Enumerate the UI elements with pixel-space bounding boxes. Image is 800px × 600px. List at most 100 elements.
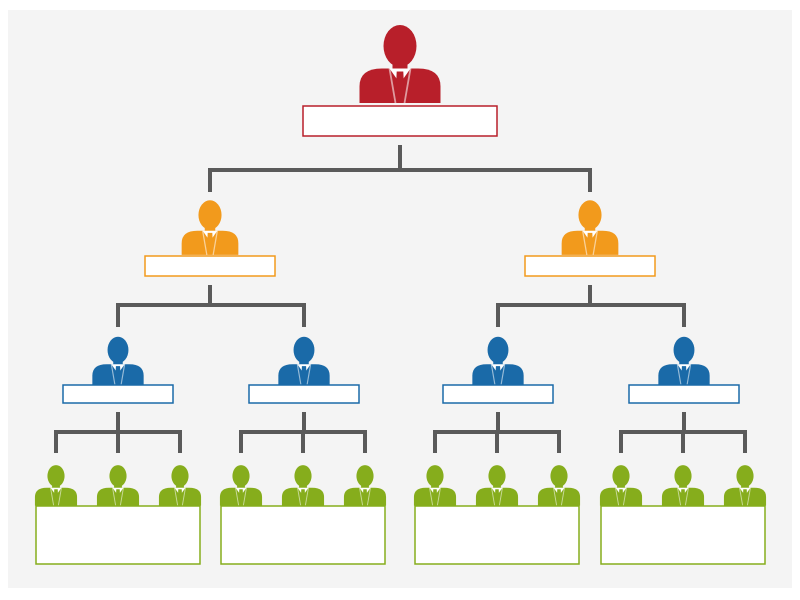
person-icon (278, 336, 330, 387)
person-lapel (403, 68, 412, 104)
connector-level-2-to-3 (433, 412, 561, 453)
person-icon (723, 465, 767, 506)
person-head (488, 465, 506, 487)
person-head (109, 465, 127, 487)
person-tie (494, 489, 500, 506)
person-head (171, 465, 189, 487)
person-icon (219, 465, 263, 506)
position-box-level-2 (628, 384, 740, 404)
person-lapel (366, 487, 371, 506)
person-tie (681, 366, 687, 387)
person-tie (206, 232, 214, 255)
person-tie (115, 366, 121, 387)
person-lapel (615, 487, 620, 506)
position-box-level-3 (220, 505, 386, 565)
connector-level-1-right (496, 285, 686, 327)
person-lapel (120, 364, 126, 387)
person-tie (362, 489, 368, 506)
person-tie (680, 489, 686, 506)
person-lapel (110, 364, 116, 387)
person-lapel (429, 487, 434, 506)
person-lapel (388, 68, 397, 104)
person-lapel (490, 364, 496, 387)
person-tie (300, 489, 306, 506)
person-lapel (676, 364, 682, 387)
person-icon (658, 336, 710, 387)
person-lapel (498, 487, 503, 506)
person-lapel (686, 364, 692, 387)
person-head (426, 465, 444, 487)
person-tie (53, 489, 59, 506)
person-head (736, 465, 754, 487)
person-lapel (304, 487, 309, 506)
connector-level-2-to-3 (54, 412, 182, 453)
position-box-level-2 (442, 384, 554, 404)
person-lapel (202, 230, 208, 256)
person-lapel (359, 487, 364, 506)
person-head (356, 465, 374, 487)
person-head (383, 25, 417, 67)
person-icon (96, 465, 140, 506)
person-lapel (553, 487, 558, 506)
person-head (550, 465, 568, 487)
person-head (487, 336, 509, 364)
connector-level-0-to-1 (208, 145, 592, 192)
person-head (578, 200, 602, 230)
person-tie (586, 232, 594, 255)
person-lapel (235, 487, 240, 506)
person-tie (177, 489, 183, 506)
person-lapel (297, 487, 302, 506)
person-lapel (592, 230, 598, 256)
person-lapel (174, 487, 179, 506)
person-lapel (622, 487, 627, 506)
position-box-level-1 (144, 255, 276, 277)
person-lapel (500, 364, 506, 387)
person-lapel (684, 487, 689, 506)
person-lapel (242, 487, 247, 506)
position-box-level-3 (35, 505, 201, 565)
person-head (198, 200, 222, 230)
person-icon (537, 465, 581, 506)
person-icon (343, 465, 387, 506)
position-box-top (302, 105, 498, 137)
person-tie (495, 366, 501, 387)
person-tie (742, 489, 748, 506)
person-tie (301, 366, 307, 387)
person-lapel (212, 230, 218, 256)
position-box-level-3 (600, 505, 766, 565)
connector-level-1-left (116, 285, 306, 327)
connector-level-2-to-3 (619, 412, 747, 453)
person-lapel (739, 487, 744, 506)
person-lapel (119, 487, 124, 506)
person-icon (181, 200, 239, 256)
position-box-level-3 (414, 505, 580, 565)
person-lapel (560, 487, 565, 506)
person-tie (432, 489, 438, 506)
person-icon (661, 465, 705, 506)
position-box-level-2 (248, 384, 360, 404)
person-head (294, 465, 312, 487)
person-icon (599, 465, 643, 506)
connector-level-2-to-3 (239, 412, 367, 453)
person-lapel (306, 364, 312, 387)
person-lapel (677, 487, 682, 506)
person-icon (359, 25, 441, 104)
person-head (674, 465, 692, 487)
person-head (232, 465, 250, 487)
person-lapel (57, 487, 62, 506)
person-tie (395, 71, 405, 103)
person-icon (475, 465, 519, 506)
person-lapel (582, 230, 588, 256)
person-icon (413, 465, 457, 506)
person-lapel (746, 487, 751, 506)
person-lapel (112, 487, 117, 506)
person-head (293, 336, 315, 364)
person-icon (281, 465, 325, 506)
position-box-level-1 (524, 255, 656, 277)
person-head (47, 465, 65, 487)
person-lapel (436, 487, 441, 506)
person-head (673, 336, 695, 364)
person-icon (472, 336, 524, 387)
